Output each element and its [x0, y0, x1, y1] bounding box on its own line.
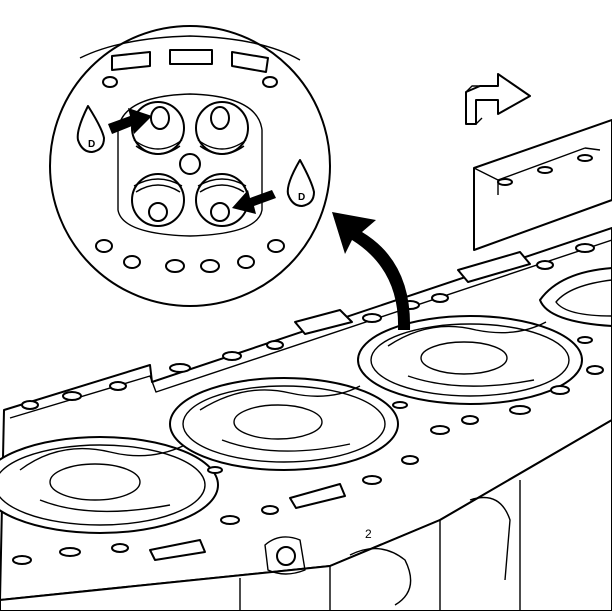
detail-slot-3 [231, 51, 269, 73]
detail-callout: D D [49, 25, 331, 307]
cylinder-bores [0, 267, 612, 534]
drop-label: D [298, 192, 305, 203]
detail-gasket-edge [79, 35, 301, 61]
cylinder-bore-2 [169, 377, 399, 471]
detail-slot-2 [169, 49, 213, 65]
block-flange [473, 119, 612, 251]
detail-chamber-frame [117, 93, 263, 237]
valve-recess-top-right [195, 101, 249, 155]
bolt-hole [276, 546, 296, 566]
curved-arrow-icon [332, 212, 411, 330]
casting-detail [349, 547, 412, 606]
direction-arrow-icon [465, 73, 531, 125]
block-ribs [239, 480, 521, 611]
pointer-arrow-icon [108, 108, 152, 134]
spark-plug-hole [179, 153, 201, 175]
cylinder-bore-4 [539, 267, 612, 327]
part-label: 2 [365, 527, 372, 541]
pointer-arrow-icon [232, 190, 276, 214]
oil-drop-icon: D [76, 105, 105, 153]
gasket-passages [12, 154, 604, 565]
cylinder-bore-3 [357, 315, 583, 405]
oil-drop-icon: D [286, 159, 315, 207]
detail-slot-1 [111, 51, 151, 71]
drop-label: D [88, 139, 95, 150]
valve-recess-bottom-left [131, 173, 185, 227]
cylinder-bore-1 [0, 436, 219, 534]
bolt-boss [264, 536, 306, 575]
casting-detail-2 [469, 496, 511, 581]
